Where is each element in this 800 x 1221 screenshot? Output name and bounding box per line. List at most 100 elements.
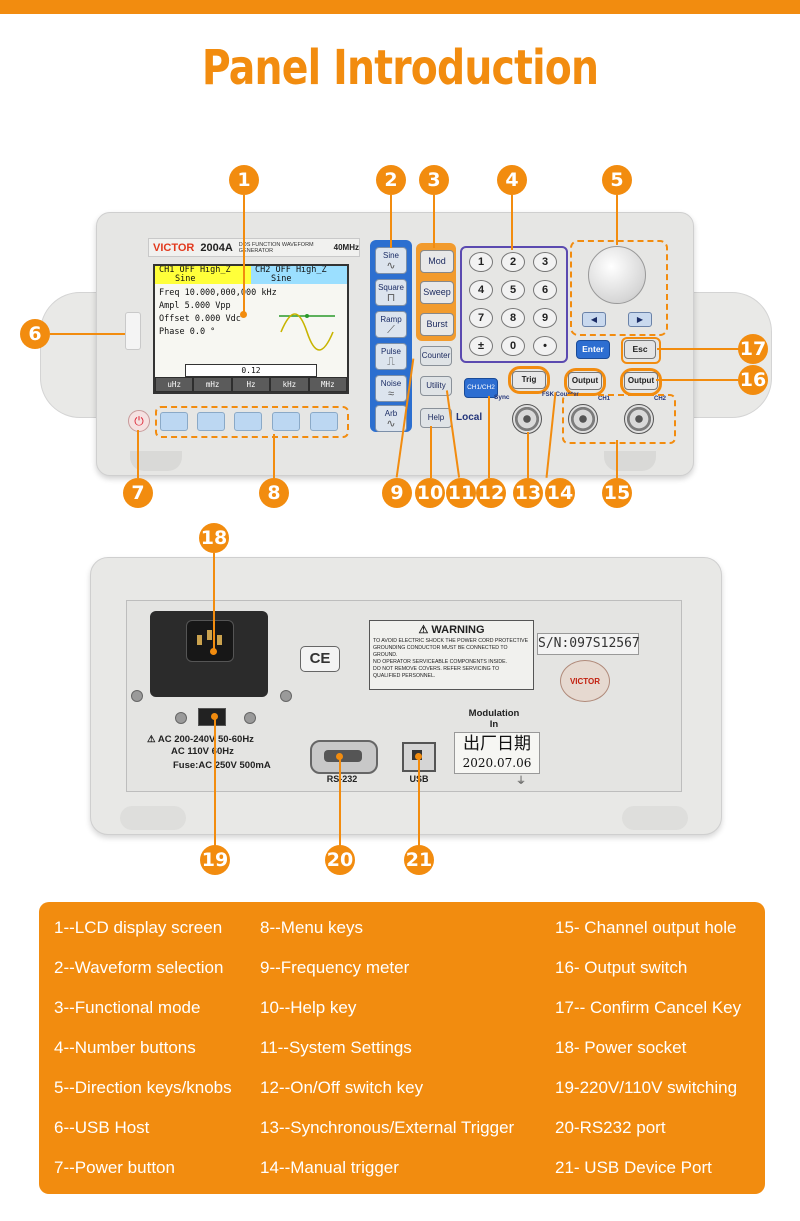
legend-item-9: 9--Frequency meter — [260, 958, 410, 977]
num-key-4[interactable]: 4 — [469, 280, 493, 300]
callout-10: 10 — [415, 478, 445, 508]
help-button[interactable]: Help — [420, 408, 452, 428]
screw-1 — [131, 690, 143, 702]
callout-14: 14 — [545, 478, 575, 508]
pulse-button[interactable]: Pulse⎍ — [375, 343, 407, 370]
callout-18: 18 — [199, 523, 229, 553]
left-arrow-button[interactable]: ◀ — [582, 312, 606, 327]
num-key-9[interactable]: 9 — [533, 308, 557, 328]
num-key-5[interactable]: 5 — [501, 280, 525, 300]
date-value: 2020.07.06 — [462, 756, 532, 770]
usb-host-port[interactable] — [125, 312, 141, 350]
callout-2: 2 — [376, 165, 406, 195]
screw-3 — [175, 712, 187, 724]
sweep-button[interactable]: Sweep — [420, 281, 454, 304]
lcd-entry-field: 0.12 — [185, 364, 317, 377]
menu-key-5[interactable] — [310, 412, 338, 431]
page-title: Panel Introduction — [201, 40, 599, 96]
legend-item-15: 15- Channel output hole — [555, 918, 737, 937]
sync-bnc-connector[interactable] — [512, 404, 542, 434]
ch-switch-button[interactable]: CH1/CH2 — [464, 378, 498, 398]
enter-button[interactable]: Enter — [576, 340, 610, 359]
legend-item-4: 4--Number buttons — [54, 1038, 196, 1057]
legend-item-3: 3--Functional mode — [54, 998, 201, 1017]
ch2-output-button[interactable]: Output — [624, 372, 658, 390]
sine-button[interactable]: Sine∿ — [375, 247, 407, 274]
esc-button[interactable]: Esc — [624, 340, 656, 359]
lcd-unit-mhz-milli: mHz — [194, 378, 231, 391]
callout-6: 6 — [20, 319, 50, 349]
number-pad-frame — [460, 246, 568, 363]
legend-item-10: 10--Help key — [260, 998, 357, 1017]
burst-button[interactable]: Burst — [420, 313, 454, 336]
counter-button[interactable]: Counter — [420, 346, 452, 366]
ch1-output-button[interactable]: Output — [568, 372, 602, 390]
callout-11: 11 — [446, 478, 476, 508]
rs232-port[interactable] — [310, 740, 378, 774]
knob-frame — [570, 240, 668, 336]
pulse-label: Pulse — [380, 347, 401, 356]
mod-button[interactable]: Mod — [420, 250, 454, 273]
lcd-ch1-status: CH1 OFF High_Z — [159, 265, 231, 275]
menu-key-4[interactable] — [272, 412, 300, 431]
ramp-button[interactable]: Ramp⟋ — [375, 311, 407, 338]
brand-strip: VICTOR 2004A DDS FUNCTION WAVEFORM GENER… — [148, 238, 360, 257]
right-arrow-button[interactable]: ▶ — [628, 312, 652, 327]
power-icon: ⏻ — [134, 413, 144, 428]
lcd-ch2-header: CH2 OFF High_Z Sine — [251, 266, 347, 284]
rear-foot-right — [622, 806, 688, 830]
num-key-0[interactable]: 0 — [501, 336, 525, 356]
num-key-dot[interactable]: • — [533, 336, 557, 356]
legend-item-21: 21- USB Device Port — [555, 1158, 712, 1177]
ch1-bnc-connector[interactable] — [568, 404, 598, 434]
ch2-bnc-connector[interactable] — [624, 404, 654, 434]
callout-1: 1 — [229, 165, 259, 195]
menu-key-2[interactable] — [197, 412, 225, 431]
rs232-label: RS-232 — [326, 774, 358, 784]
legend-item-1: 1--LCD display screen — [54, 918, 223, 937]
ac-line-2: AC 110V 60Hz — [171, 746, 234, 757]
num-key-sign[interactable]: ± — [469, 336, 493, 356]
fuse-rating: Fuse:AC 250V 500mA — [173, 760, 271, 771]
warning-triangle-icon: ⚠ — [147, 734, 156, 745]
square-label: Square — [378, 283, 404, 292]
fsk-counter-label: FSK Counter — [542, 392, 579, 398]
lcd-display: CH1 OFF High_Z Sine CH2 OFF High_Z Sine … — [153, 264, 349, 394]
utility-button[interactable]: Utility — [420, 376, 452, 396]
leader-1 — [243, 195, 245, 313]
leader-dot-1 — [240, 311, 247, 318]
modulation-in-label: Modulation In — [462, 708, 526, 730]
seal-brand: VICTOR — [569, 676, 601, 686]
arrow-right-icon: ▶ — [636, 315, 644, 324]
num-key-2[interactable]: 2 — [501, 252, 525, 272]
rotary-knob[interactable] — [588, 246, 646, 304]
callout-20: 20 — [325, 845, 355, 875]
noise-icon: ≈ — [387, 388, 395, 400]
power-button[interactable]: ⏻ — [128, 410, 150, 432]
sync-label: Sync — [494, 394, 510, 401]
menu-key-1[interactable] — [160, 412, 188, 431]
square-button[interactable]: Square⊓ — [375, 279, 407, 306]
num-key-6[interactable]: 6 — [533, 280, 557, 300]
ramp-icon: ⟋ — [387, 324, 395, 336]
num-key-7[interactable]: 7 — [469, 308, 493, 328]
arb-icon: ∿ — [386, 418, 396, 430]
leader-dot-20 — [336, 753, 343, 760]
arrow-left-icon: ◀ — [590, 315, 598, 324]
top-accent-bar — [0, 0, 800, 14]
socket-receptacle — [186, 620, 234, 662]
num-key-8[interactable]: 8 — [501, 308, 525, 328]
lcd-freq: Freq 10.000,000,000 kHz — [159, 288, 277, 298]
num-key-3[interactable]: 3 — [533, 252, 557, 272]
warning-line-3: NO OPERATOR SERVICEABLE COMPONENTS INSID… — [373, 659, 508, 665]
sine-label: Sine — [382, 251, 399, 260]
leader-12 — [488, 396, 490, 478]
menu-key-3[interactable] — [234, 412, 262, 431]
front-foot-right — [604, 451, 656, 471]
callout-21: 21 — [404, 845, 434, 875]
warning-label: ⚠ WARNING TO AVOID ELECTRIC SHOCK THE PO… — [369, 620, 534, 690]
esc-highlight — [621, 337, 661, 364]
noise-button[interactable]: Noise≈ — [375, 375, 407, 402]
trig-button[interactable]: Trig — [512, 371, 546, 389]
num-key-1[interactable]: 1 — [469, 252, 493, 272]
